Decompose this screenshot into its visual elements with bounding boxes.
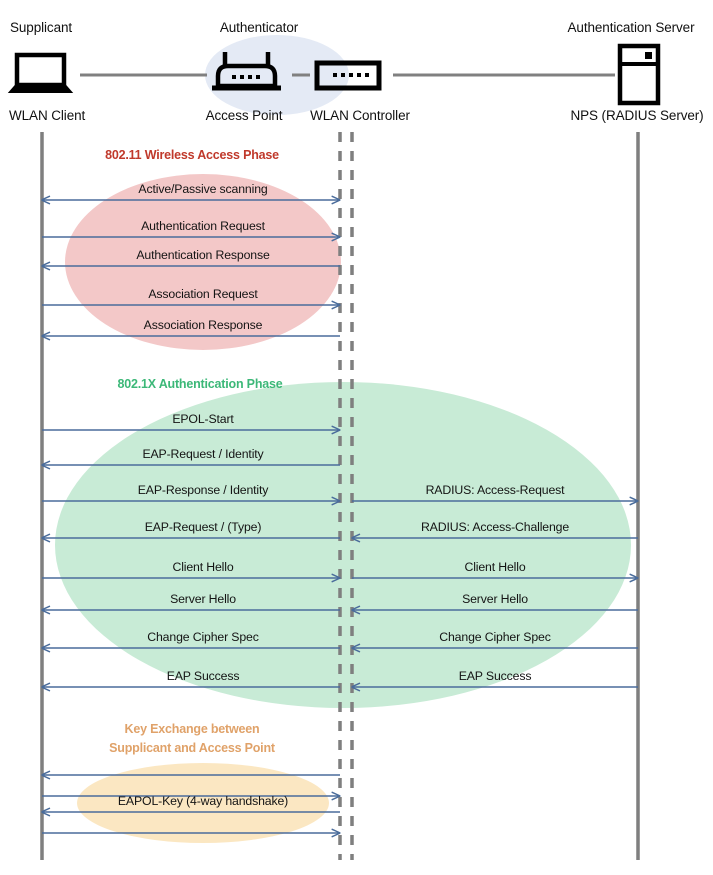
actor-role-auth-server: Authentication Server [567, 20, 695, 35]
actor-device-nps-radius: NPS (RADIUS Server) [570, 108, 704, 123]
actor-device-wlan-controller: WLAN Controller [310, 108, 410, 123]
message-label: Association Request [148, 287, 258, 301]
message-label: Server Hello [170, 592, 236, 606]
message-label: Change Cipher Spec [439, 630, 551, 644]
actor-role-authenticator: Authenticator [219, 20, 299, 35]
message-label: EAP-Response / Identity [137, 483, 269, 497]
blob-wireless-access [65, 174, 341, 350]
message-label: Server Hello [462, 592, 528, 606]
blob-key-exchange [77, 763, 329, 843]
message-label: Association Response [143, 318, 263, 332]
message-label: RADIUS: Access-Challenge [420, 520, 570, 534]
phase-label-key-exchange-line1: Key Exchange between [124, 722, 260, 736]
phase-label-key-exchange-line2: Supplicant and Access Point [109, 741, 275, 755]
wlan-controller-icon [314, 60, 382, 91]
access-point-icon [212, 52, 281, 91]
actor-device-access-point: Access Point [205, 108, 283, 123]
message-label: EAP-Request / (Type) [144, 520, 262, 534]
message-label: Active/Passive scanning [138, 182, 268, 196]
lifelines [40, 132, 640, 860]
message-label: Authentication Response [136, 248, 270, 262]
phase-blobs [55, 174, 631, 843]
message-label: EAPOL-Key (4-way handshake) [117, 794, 289, 808]
message-label: EPOL-Start [172, 412, 234, 426]
message-label: Change Cipher Spec [147, 630, 259, 644]
message-label: Client Hello [172, 560, 234, 574]
message-label: EAP-Request / Identity [142, 447, 264, 461]
phase-label-dot1x: 802.1X Authentication Phase [117, 377, 283, 391]
laptop-icon [7, 52, 74, 93]
message-label: Authentication Request [141, 219, 265, 233]
message-label: EAP Success [458, 669, 532, 683]
message-label: Client Hello [464, 560, 526, 574]
server-icon [617, 43, 661, 106]
message-arrows [42, 200, 638, 833]
blob-dot1x [55, 382, 631, 708]
message-label: RADIUS: Access-Request [425, 483, 565, 497]
phase-label-wireless-access: 802.11 Wireless Access Phase [105, 148, 279, 162]
message-label: EAP Success [166, 669, 240, 683]
actor-role-supplicant: Supplicant [10, 20, 73, 35]
actor-device-wlan-client: WLAN Client [9, 108, 86, 123]
